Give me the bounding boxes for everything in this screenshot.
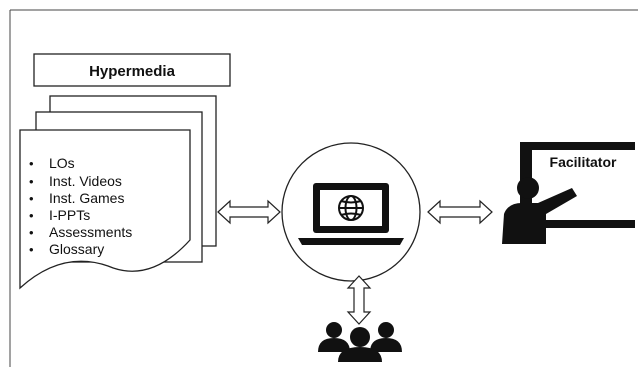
list-item: • LOs bbox=[29, 155, 75, 171]
list-item: • Assessments bbox=[29, 224, 132, 240]
list-item: • Inst. Videos bbox=[29, 173, 122, 189]
svg-text:•: • bbox=[29, 191, 34, 206]
front-document-page bbox=[19, 129, 191, 290]
svg-text:•: • bbox=[29, 156, 34, 171]
hypermedia-list: • LOs • Inst. Videos • Inst. Games • I-P… bbox=[29, 155, 132, 257]
svg-text:•: • bbox=[29, 225, 34, 240]
hypermedia-title: Hypermedia bbox=[89, 63, 176, 80]
list-item-label: LOs bbox=[49, 155, 75, 171]
list-item-label: Inst. Videos bbox=[49, 173, 122, 189]
double-arrow-documents-platform bbox=[217, 199, 281, 225]
facilitator-label: Facilitator bbox=[550, 154, 617, 170]
double-arrow-platform-learners bbox=[346, 275, 372, 325]
list-item: • Glossary bbox=[29, 241, 104, 257]
list-item-label: I-PPTs bbox=[49, 207, 90, 223]
list-item: • Inst. Games bbox=[29, 190, 124, 206]
laptop-globe-icon bbox=[298, 183, 404, 245]
presenter-head bbox=[517, 177, 539, 199]
list-item-label: Inst. Games bbox=[49, 190, 124, 206]
double-arrow-platform-facilitator bbox=[427, 199, 493, 225]
hypermedia-title-box: Hypermedia bbox=[33, 53, 231, 87]
list-item-label: Glossary bbox=[49, 241, 104, 257]
svg-text:•: • bbox=[29, 174, 34, 189]
outer-frame bbox=[9, 9, 638, 367]
hypermedia-document-stack bbox=[19, 95, 217, 290]
list-item-label: Assessments bbox=[49, 224, 132, 240]
presenter-body bbox=[502, 188, 577, 244]
list-item: • I-PPTs bbox=[29, 207, 90, 223]
globe-icon bbox=[338, 195, 364, 221]
central-platform bbox=[281, 142, 421, 282]
learners-group-icon bbox=[318, 322, 402, 362]
svg-text:•: • bbox=[29, 208, 34, 223]
presenter-board-icon: Facilitator bbox=[502, 142, 635, 244]
svg-text:•: • bbox=[29, 242, 34, 257]
